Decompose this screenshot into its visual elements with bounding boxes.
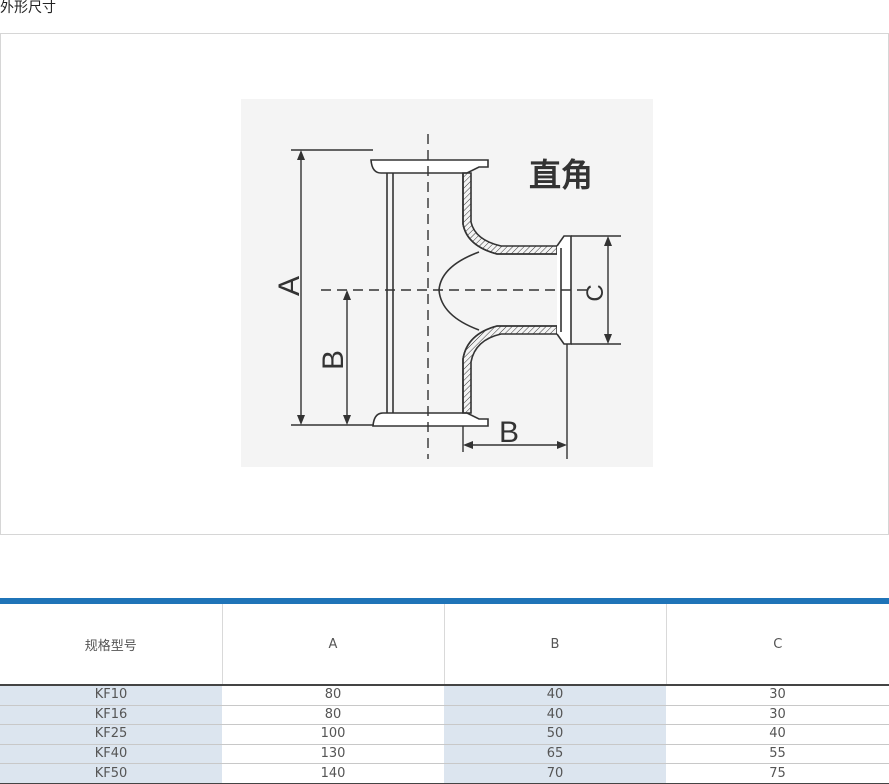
table-row: KF40 130 65 55 xyxy=(0,744,889,765)
cell-b: 50 xyxy=(444,724,666,745)
table-row: KF10 80 40 30 xyxy=(0,685,889,706)
bottom-flange xyxy=(372,412,489,427)
cell-a: 80 xyxy=(222,685,444,706)
cell-a: 100 xyxy=(222,724,444,745)
dim-a-arrow-top xyxy=(297,150,305,160)
top-flange xyxy=(370,159,489,174)
table-row: KF16 80 40 30 xyxy=(0,705,889,726)
header-b: B xyxy=(443,598,666,686)
table-row: KF25 100 50 40 xyxy=(0,724,889,745)
dim-c-arrow-top xyxy=(604,236,612,246)
dim-b-arrow-top xyxy=(343,290,351,300)
branch-intersection-curve-lower xyxy=(438,289,480,331)
dim-b-h-arrow-right xyxy=(557,441,567,449)
dim-a-arrow-bottom xyxy=(297,415,305,425)
dim-c-arrow-bottom xyxy=(604,334,612,344)
cell-model: KF50 xyxy=(0,763,222,784)
dim-b-h-arrow-left xyxy=(463,441,473,449)
cell-model: KF10 xyxy=(0,685,222,706)
cell-c: 30 xyxy=(666,685,889,706)
cell-c: 75 xyxy=(666,763,889,784)
branch-intersection-curve xyxy=(438,251,480,291)
cell-c: 40 xyxy=(666,724,889,745)
dim-a-label: A xyxy=(273,276,306,296)
tee-dimension-drawing: 直角 A B B C xyxy=(241,99,653,467)
header-a: A xyxy=(221,598,444,686)
cell-a: 140 xyxy=(222,763,444,784)
header-c: C xyxy=(665,598,889,686)
cell-b: 40 xyxy=(444,685,666,706)
cell-a: 80 xyxy=(222,705,444,726)
spec-table-header-row: 规格型号 A B C xyxy=(0,598,889,686)
cell-model: KF40 xyxy=(0,744,222,765)
cell-b: 70 xyxy=(444,763,666,784)
dim-b-horizontal-label: B xyxy=(499,416,519,449)
drawing-type-label: 直角 xyxy=(529,156,593,194)
drawing-panel: 直角 A B B C xyxy=(0,33,889,535)
dim-b-vertical-label: B xyxy=(317,350,350,370)
cell-c: 30 xyxy=(666,705,889,726)
spec-table: 规格型号 A B C KF10 80 40 30 KF16 80 40 30 K… xyxy=(0,598,889,784)
header-model: 规格型号 xyxy=(0,598,222,686)
dim-b-arrow-bottom xyxy=(343,415,351,425)
cell-model: KF16 xyxy=(0,705,222,726)
cell-a: 130 xyxy=(222,744,444,765)
cell-b: 40 xyxy=(444,705,666,726)
dim-c-label: C xyxy=(582,284,609,301)
section-title: 外形尺寸 xyxy=(0,0,56,16)
cell-b: 65 xyxy=(444,744,666,765)
cell-model: KF25 xyxy=(0,724,222,745)
table-row: KF50 140 70 75 xyxy=(0,763,889,784)
cell-c: 55 xyxy=(666,744,889,765)
